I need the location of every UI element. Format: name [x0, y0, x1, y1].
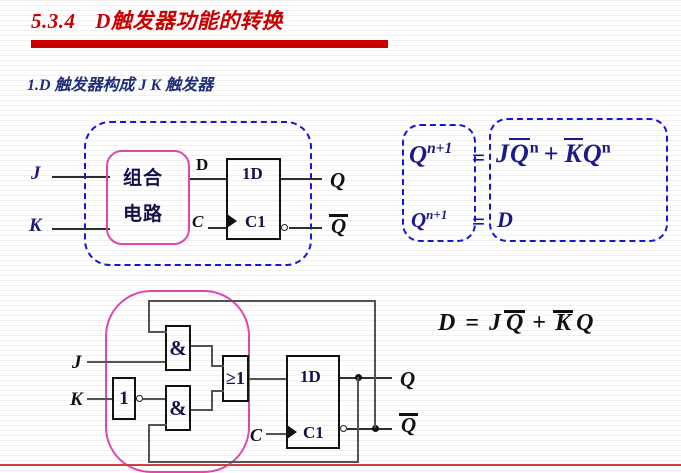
- top-input-k-label: K: [29, 215, 42, 236]
- bottom-output-qbar: Q: [398, 413, 419, 438]
- top-ff-clock-terminal-label: C1: [245, 212, 266, 231]
- bottom-rule: [0, 464, 681, 466]
- inverter-gate-label: 1: [119, 387, 129, 409]
- top-wire-qbar: [289, 227, 322, 229]
- feedback-qbar-top: [148, 300, 376, 302]
- jk-equation-equals-sign: =: [472, 145, 486, 170]
- or-gate-label: ≥1: [226, 368, 245, 388]
- equation-lhs-dashed-box: [402, 124, 476, 242]
- bottom-clock-label: C: [250, 425, 263, 445]
- top-ff-qbar-inversion-bubble-icon: [281, 224, 288, 231]
- bottom-ff-qbar-inversion-bubble-icon: [340, 425, 347, 432]
- bottom-d-flipflop-box: [286, 355, 340, 449]
- feedback-qbar-vertical: [374, 300, 376, 428]
- equation-rhs-dashed-box: [489, 118, 668, 242]
- inverter-output-bubble-icon: [136, 395, 143, 402]
- jk-characteristic-equation-rhs: JQn+KQn: [496, 138, 611, 169]
- jk-term2-sup: n: [601, 139, 611, 157]
- and-gate-1-label: &: [169, 335, 187, 360]
- section-number: 5.3.4: [31, 9, 76, 33]
- d-characteristic-equation-rhs: D: [497, 207, 513, 232]
- combinational-block-label-line2: 电路: [123, 204, 164, 225]
- jk-eq-lhs-sup: n+1: [427, 140, 453, 157]
- jk-characteristic-equation-lhs: Qn+1: [409, 140, 452, 169]
- and-gate-2-label: &: [169, 395, 187, 420]
- derived-d-plus: +: [532, 310, 547, 336]
- feedback-q-rise-to-and2: [148, 424, 150, 462]
- top-wire-clock: [208, 227, 228, 229]
- bottom-input-j-label: J: [72, 352, 82, 373]
- jk-term2-kbar: K: [564, 139, 582, 168]
- feedback-q-bottom: [148, 461, 359, 463]
- bottom-wire-and1-drop: [211, 345, 213, 367]
- bottom-ff-clock-triangle-icon: [287, 425, 297, 439]
- or-gate: ≥1: [222, 355, 249, 402]
- title-text: D触发器功能的转换: [95, 9, 283, 33]
- jk-term2-q: Q: [582, 139, 602, 168]
- feedback-qbar-drop-to-and1: [148, 300, 150, 332]
- top-wire-j: [52, 176, 110, 178]
- top-d-signal-label: D: [196, 155, 209, 174]
- bottom-wire-q: [340, 377, 392, 379]
- combinational-logic-block: [106, 150, 190, 245]
- d-characteristic-equation-lhs: Qn+1: [411, 207, 447, 233]
- bottom-wire-or-to-ff: [249, 378, 286, 380]
- bottom-output-qbar-label: Q: [401, 413, 417, 437]
- top-output-qbar: Q: [328, 214, 349, 239]
- bottom-wire-and2-out: [191, 409, 213, 411]
- derived-d-t1-j: J: [489, 310, 502, 336]
- top-clock-label: C: [192, 212, 204, 231]
- jk-term1-sup: n: [529, 139, 539, 157]
- inverter-gate: 1: [112, 377, 136, 420]
- and-gate-2: &: [165, 385, 191, 431]
- bottom-ff-clock-terminal-label: C1: [303, 423, 324, 442]
- bottom-wire-and2-to-or: [211, 390, 224, 392]
- derived-d-t1-qbar: Q: [506, 310, 524, 336]
- top-output-qbar-label: Q: [331, 214, 347, 238]
- bottom-wire-clock: [266, 433, 288, 435]
- d-eq-lhs-sup: n+1: [426, 207, 448, 222]
- derived-d-t2-q: Q: [576, 310, 594, 336]
- d-equation-equals-sign: =: [472, 209, 486, 234]
- bottom-wire-qbar: [347, 428, 392, 430]
- bottom-ff-d-terminal-label: 1D: [300, 367, 321, 386]
- bottom-wire-and1-out: [191, 345, 213, 347]
- top-ff-d-terminal-label: 1D: [242, 164, 263, 183]
- feedback-qbar-into-and1: [148, 331, 167, 333]
- bottom-input-k-label: K: [70, 389, 83, 410]
- jk-eq-lhs-var: Q: [409, 141, 428, 169]
- and-gate-1: &: [165, 325, 191, 371]
- bottom-combinational-region-boundary: [105, 290, 250, 473]
- bottom-wire-and2-rise: [211, 390, 213, 411]
- top-input-j-label: J: [31, 163, 41, 184]
- feedback-q-into-and2: [148, 424, 167, 426]
- title-underline-bar: [31, 40, 388, 48]
- bottom-wire-k: [87, 398, 112, 400]
- jk-term1-j: J: [496, 139, 509, 168]
- jk-term1-qbar: Q: [510, 139, 529, 168]
- subtitle: 1.D 触发器构成 J K 触发器: [27, 77, 214, 94]
- feedback-q-vertical: [357, 377, 359, 463]
- top-wire-k: [52, 228, 110, 230]
- top-wire-q: [281, 178, 322, 180]
- top-diagram-dashed-boundary: [84, 121, 312, 266]
- combinational-block-label-line1: 组合: [123, 168, 164, 189]
- derived-d-equals: =: [465, 310, 480, 336]
- derived-d-lhs: D: [438, 310, 456, 336]
- bottom-output-q-label: Q: [400, 367, 416, 391]
- bottom-wire-inverter-to-and2: [143, 398, 169, 400]
- page-title: 5.3.4 D触发器功能的转换: [31, 5, 283, 35]
- top-output-q-label: Q: [330, 168, 346, 192]
- bottom-wire-j: [87, 361, 165, 363]
- top-ff-clock-triangle-icon: [227, 214, 237, 228]
- top-wire-d: [190, 178, 226, 180]
- derived-d-t2-kbar: K: [555, 310, 572, 336]
- d-eq-lhs-var: Q: [411, 208, 427, 232]
- jk-plus-sign: +: [543, 139, 559, 168]
- bottom-wire-and1-to-or: [211, 365, 224, 367]
- bottom-qbar-junction-dot: [372, 425, 379, 432]
